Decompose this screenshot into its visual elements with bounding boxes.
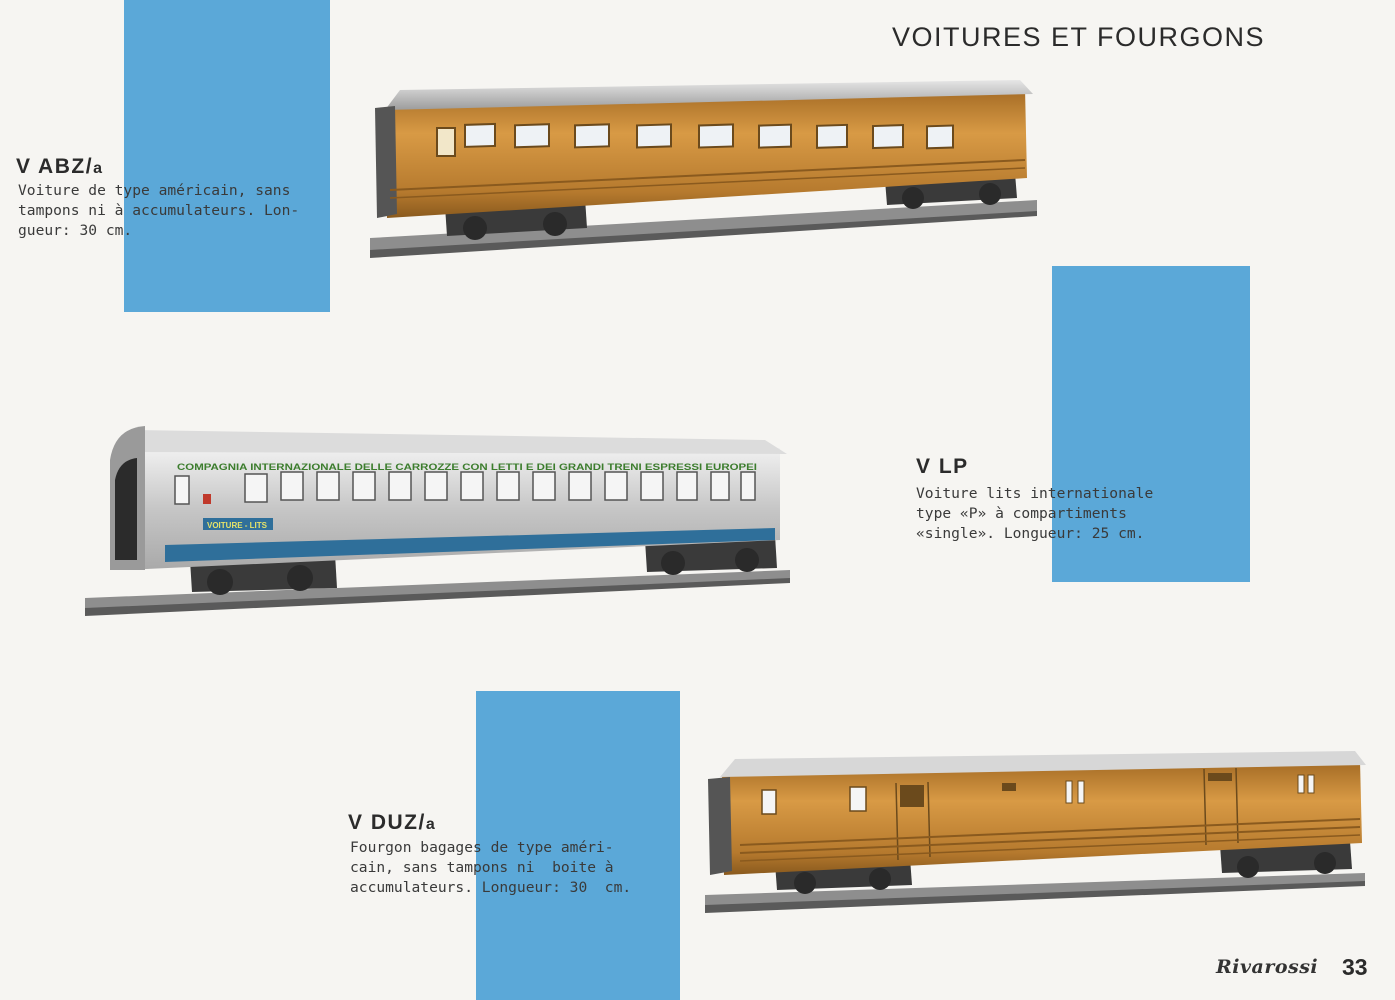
coach-abz-image (370, 80, 1037, 258)
blue-block-3 (476, 691, 680, 1000)
sleeping-car-lp-image: COMPAGNIA INTERNAZIONALE DELLE CARROZZE … (85, 426, 790, 616)
blue-block-2 (1052, 266, 1250, 582)
car-lettering-text: COMPAGNIA INTERNAZIONALE DELLE CARROZZE … (177, 462, 757, 472)
baggage-van-duz-image (705, 751, 1366, 913)
product-code-abz: V ABZ/a (16, 155, 104, 178)
page-title: VOITURES ET FOURGONS (892, 22, 1266, 52)
product-code-lp: V LP (916, 455, 969, 478)
product-code-duz: V DUZ/a (348, 811, 437, 834)
product-description-duz: Fourgon bagages de type améri- cain, san… (350, 839, 632, 896)
car-badge-text: VOITURE - LITS (207, 521, 268, 530)
product-description-lp: Voiture lits internationale type «P» à c… (916, 485, 1154, 542)
brand-logo: Rivarossi (1216, 956, 1319, 978)
product-description-abz: Voiture de type américain, sans tampons … (18, 182, 300, 239)
page-number: 33 (1342, 954, 1368, 980)
blue-block-1 (124, 0, 330, 312)
